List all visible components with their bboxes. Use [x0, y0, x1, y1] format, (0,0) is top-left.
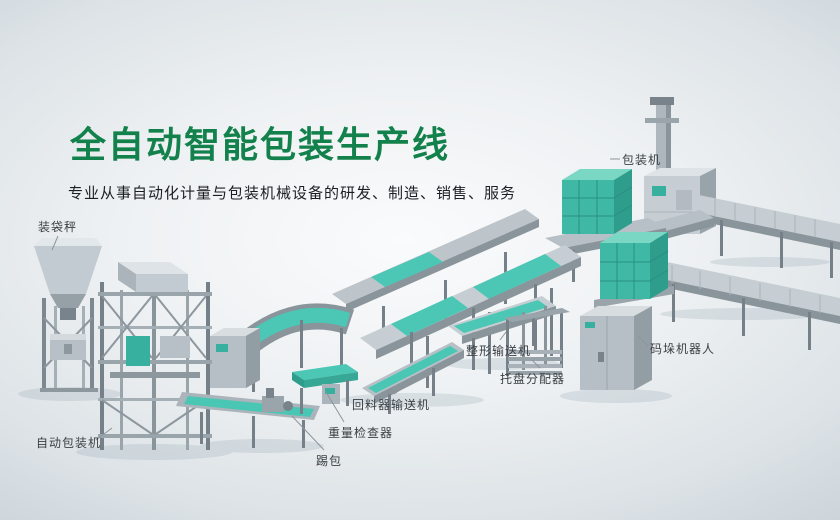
back-conveyor	[332, 209, 539, 342]
product-stack-lower	[594, 232, 674, 308]
label-palletizing-robot: 码垛机器人	[650, 342, 716, 356]
kick-bag-device	[262, 388, 293, 412]
bagging-scale-machine	[34, 238, 102, 392]
label-kick-bag: 踢包	[316, 454, 343, 468]
pallet-distributor-machine	[504, 306, 570, 376]
page-title: 全自动智能包装生产线	[70, 124, 451, 165]
return-feeder-conveyor-machine	[362, 342, 464, 414]
label-weight-checker: 重量检查器	[328, 426, 394, 440]
weight-checker-machine	[292, 364, 358, 414]
label-pallet-distributor: 托盘分配器	[500, 372, 566, 386]
mid-cabinet	[210, 328, 260, 388]
label-packaging-machine: 包装机	[622, 153, 662, 167]
palletizing-robot-machine	[580, 306, 652, 390]
product-stack-upper	[562, 169, 633, 234]
label-auto-packaging-machine: 自动包装机	[36, 436, 102, 450]
label-shaping-conveyor: 整形输送机	[466, 344, 532, 358]
page-subtitle: 专业从事自动化计量与包装机械设备的研发、制造、销售、服务	[68, 185, 517, 202]
label-leader-lines	[51, 158, 649, 451]
label-bagging-scale: 装袋秤	[38, 220, 78, 234]
auto-packaging-machine	[98, 262, 212, 450]
right-conveyor-lower	[648, 258, 840, 350]
label-return-feeder-conveyor: 回料器输送机	[352, 398, 431, 412]
right-conveyor-upper	[694, 194, 840, 278]
